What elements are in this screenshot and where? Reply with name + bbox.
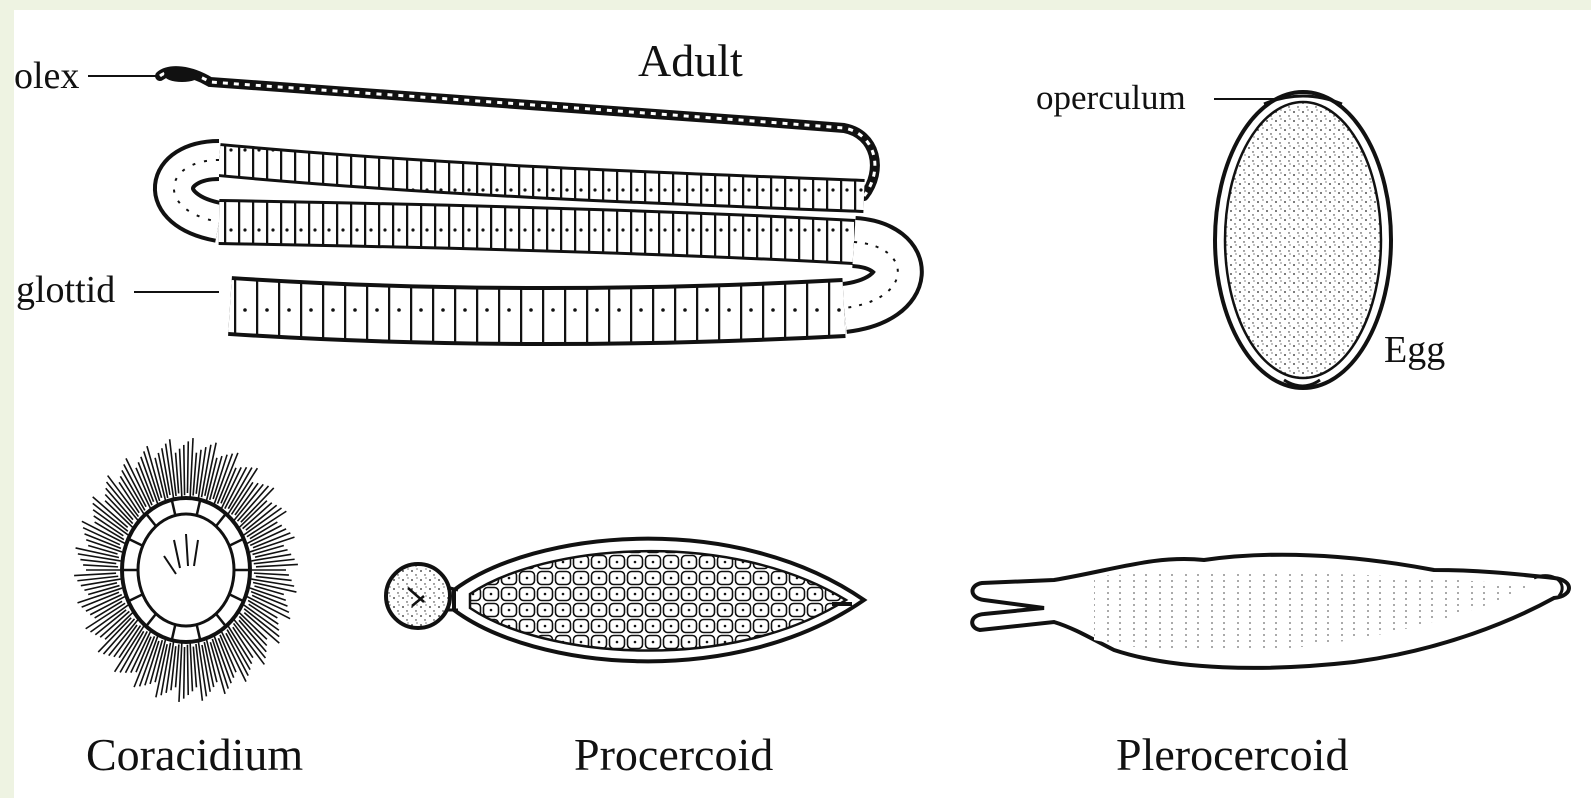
coracidium-drawing [74, 438, 298, 702]
egg-drawing [1214, 92, 1391, 388]
procercoid-label: Procercoid [574, 728, 773, 781]
adult-label: Adult [638, 34, 743, 87]
egg-label: Egg [1384, 328, 1445, 372]
scolex-label: olex [14, 54, 79, 98]
adult-worm-drawing [88, 68, 898, 316]
coracidium-label: Coracidium [86, 728, 303, 781]
procercoid-drawing [386, 539, 864, 662]
bothrium-label: glottid [16, 268, 115, 312]
life-cycle-figure [14, 10, 1591, 798]
plerocercoid-drawing [972, 555, 1569, 668]
figure-panel: Adult olex glottid operculum Egg Coracid… [14, 10, 1591, 798]
plerocercoid-label: Plerocercoid [1116, 728, 1348, 781]
operculum-label: operculum [1036, 78, 1186, 118]
